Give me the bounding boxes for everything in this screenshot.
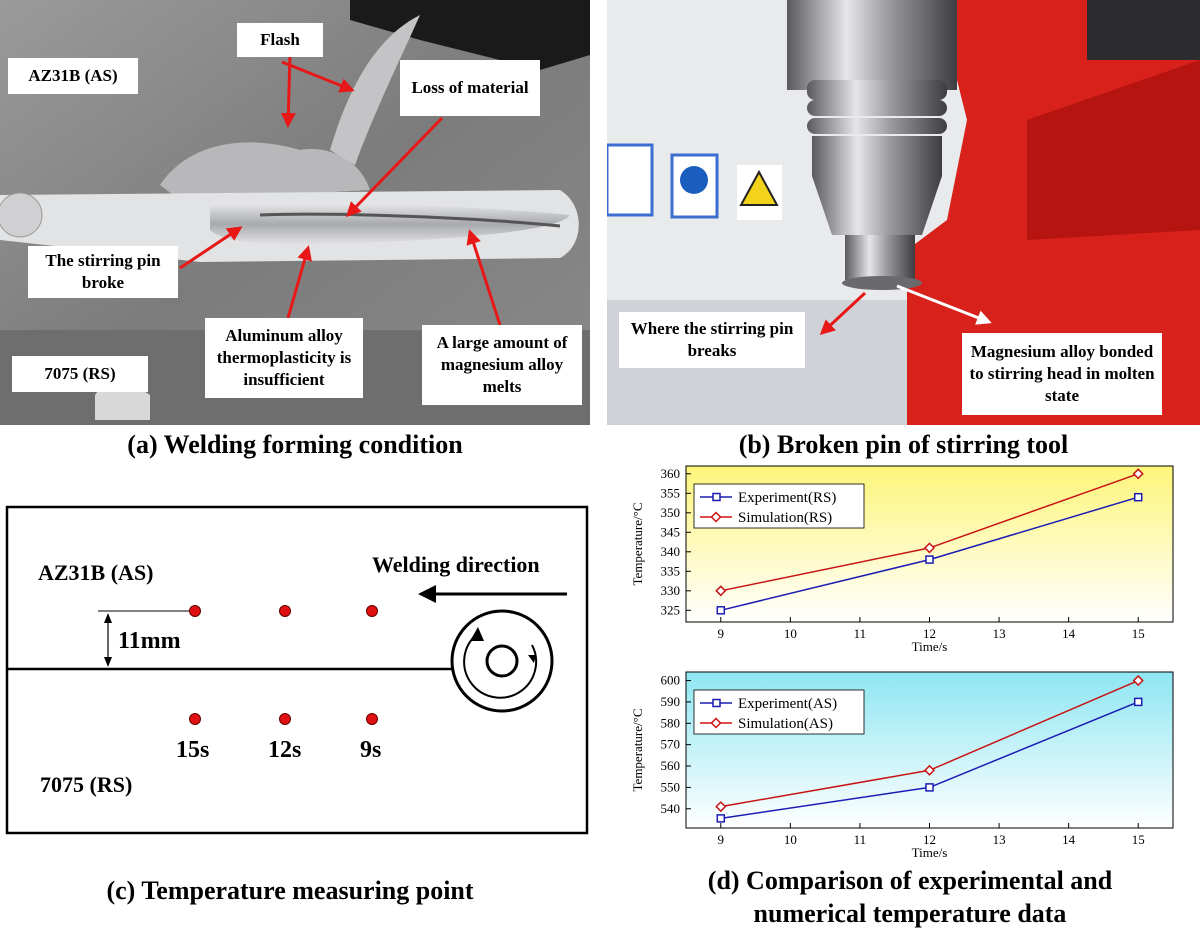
chart-rs: 325 330 335 340 345 350 355 360 9 10 11 12 13 14 15Tim… [630,465,1174,654]
label-flash: Flash [237,23,323,57]
data-point-simulation [1132,468,1144,480]
x-tick-label: 14 [1062,626,1076,641]
dimension-arrow-up [104,613,112,623]
label-bonded: Magnesium alloy bonded to stirring head … [962,333,1162,415]
y-tick-label: 355 [661,485,681,500]
rotation-arrow-icon [463,634,538,699]
label-aluminum: Aluminum alloy thermoplasticity is insuf… [205,318,363,398]
y-tick-label: 340 [661,544,681,559]
welding-direction-label: Welding direction [372,552,540,577]
data-point-simulation [715,801,727,813]
y-tick-label: 345 [661,524,681,539]
data-point-simulation [1132,674,1144,687]
x-tick-label: 13 [993,832,1006,847]
y-tick-label: 325 [661,602,681,617]
y-tick-label: 560 [661,758,681,773]
y-tick-label: 540 [661,801,681,816]
measuring-point-as-12s [279,605,291,617]
y-tick-label: 600 [661,673,681,688]
time-label-9s: 9s [360,737,381,763]
legend-marker-simulation [710,511,722,523]
y-tick-label: 580 [661,715,681,730]
label-as: AZ31B (AS) [8,58,138,94]
legend-label: Experiment(AS) [738,696,837,712]
legend-box [693,483,865,529]
data-point-experiment [925,783,934,792]
measuring-point-as-9s [366,605,378,617]
x-tick-label: 14 [1062,832,1076,847]
rotation-tail-icon [528,655,536,663]
data-point-experiment [716,814,726,823]
legend-label: Simulation(AS) [738,716,833,732]
x-tick-label: 10 [784,832,797,847]
y-tick-label: 550 [661,779,681,794]
x-tick-label: 15 [1132,832,1145,847]
panel-b-photo: Where the stirring pin breaks Magnesium … [607,0,1200,425]
caption-b: (b) Broken pin of stirring tool [738,430,1069,459]
dimension-arrow-down [104,657,112,667]
legend-marker-experiment [712,698,721,708]
x-axis-label: Time/s [912,845,948,860]
rotation-arrowhead-icon [470,627,484,641]
label-pin-breaks: Where the stirring pin breaks [619,312,805,368]
data-point-experiment [1133,697,1143,707]
data-point-simulation [715,585,727,597]
data-point-experiment [1133,492,1143,502]
legend-marker-experiment [712,492,721,502]
label-pin-broke: The stirring pin broke [28,246,178,298]
measuring-point-as-15s [189,605,201,617]
tool-pin-icon [485,644,519,678]
y-axis-label: Temperature/°C [630,709,645,792]
caption-a: (a) Welding forming condition [127,430,463,459]
measuring-point-rs-15s [189,713,201,725]
x-tick-label: 9 [718,626,725,641]
diagram-as-label: AZ31B (AS) [38,560,154,585]
y-axis-label: Temperature/°C [630,503,645,586]
time-label-12s: 12s [268,737,301,763]
y-tick-label: 350 [661,505,681,520]
y-tick-label: 330 [661,583,681,598]
label-rs: 7075 (RS) [12,356,148,392]
time-label-15s: 15s [176,737,209,763]
x-tick-label: 11 [854,832,867,847]
data-point-experiment [925,555,934,564]
legend-label: Experiment(RS) [738,490,836,506]
diagram-rs-label: 7075 (RS) [40,772,132,797]
data-point-simulation [923,764,936,776]
direction-arrow-head [418,585,436,603]
y-tick-label: 335 [661,563,681,578]
legend-label: Simulation(RS) [738,510,832,526]
caption-d: (d) Comparison of experimental and numer… [707,866,1113,928]
x-tick-label: 13 [993,626,1006,641]
measuring-point-rs-12s [279,713,291,725]
label-loss-of-material: Loss of material [400,60,540,116]
distance-label: 11mm [118,628,181,654]
x-tick-label: 15 [1132,626,1145,641]
data-point-experiment [716,606,726,615]
data-point-simulation [923,542,936,554]
x-tick-label: 10 [784,626,797,641]
x-axis-label: Time/s [912,639,948,654]
x-tick-label: 12 [923,626,936,641]
label-magnesium: A large amount of magnesium alloy melts [422,325,582,405]
y-tick-label: 360 [661,466,681,481]
measuring-diagram: AZ31B (AS) Welding direction 11mm 15s 12… [5,505,589,835]
panel-a-photo: AZ31B (AS) Flash Loss of material The st… [0,0,590,425]
y-tick-label: 590 [661,694,681,709]
x-tick-label: 11 [854,626,867,641]
caption-c: (c) Temperature measuring point [106,876,474,905]
y-tick-label: 570 [661,737,681,752]
x-tick-label: 9 [718,832,725,847]
x-tick-label: 12 [923,832,936,847]
legend-box [693,689,865,735]
legend-marker-simulation [710,717,722,729]
chart-as: 540 550 560 570 580 590 600 9 10 11 12 13 14 15Time/s… [630,671,1174,860]
measuring-point-rs-9s [366,713,378,725]
